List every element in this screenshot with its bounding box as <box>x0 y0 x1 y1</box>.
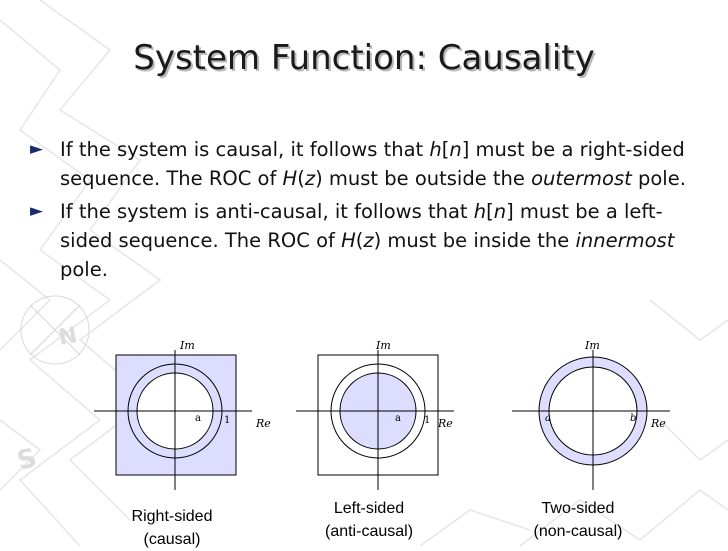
re-label: Re <box>255 417 271 430</box>
math-z: z <box>363 229 374 252</box>
math-H: H <box>282 167 298 190</box>
math-H: H <box>341 229 356 252</box>
caption-line: (anti-causal) <box>324 523 414 540</box>
diagram-left-sided: Im Re a 1 <box>296 339 454 490</box>
bullet-text: pole. <box>60 258 108 281</box>
bullet-text: must be inside the <box>381 229 576 252</box>
bullet-text: If the system is causal, it follows that <box>60 138 430 161</box>
im-label: Im <box>179 339 195 352</box>
math-h: h <box>429 138 442 161</box>
emphasis-word: outermost <box>531 167 632 190</box>
slide-title: System Function: Causality <box>133 38 595 78</box>
caption-line: Two-sided <box>541 500 615 517</box>
math-paren-open: ( <box>355 229 364 252</box>
caption-line: Right-sided <box>131 508 213 525</box>
svg-text:N: N <box>57 323 79 351</box>
caption-right-sided: Right-sided (causal) <box>97 505 247 551</box>
math-bracket-open: [ <box>486 200 494 223</box>
math-h: h <box>473 200 487 223</box>
bullet-arrow-icon: ► <box>30 139 44 159</box>
caption-line: Left-sided <box>333 500 405 517</box>
unit-label: b <box>630 413 636 424</box>
bullet-anticausal: ► If the system is anti-causal, it follo… <box>30 197 710 284</box>
math-paren-close: ) <box>315 167 323 190</box>
bullet-text: pole. <box>631 167 686 190</box>
pole-label: a <box>395 413 401 424</box>
bullet-list: ► If the system is causal, it follows th… <box>30 135 710 288</box>
math-n: n <box>449 138 462 161</box>
diagram-two-sided: Im Re a b <box>512 339 670 490</box>
emphasis-word: innermost <box>575 229 675 252</box>
im-label: Im <box>584 339 600 352</box>
bullet-text: must be a left-sided sequence. The ROC o… <box>60 200 663 252</box>
unit-label: 1 <box>224 415 230 426</box>
bullet-text: must be outside the <box>322 167 532 190</box>
math-bracket-close: ] <box>461 138 470 161</box>
caption-line: (causal) <box>143 531 201 548</box>
unit-label: 1 <box>424 415 430 426</box>
bullet-text: must be a right-sided sequence. The ROC … <box>60 138 685 190</box>
math-bracket-close: ] <box>506 200 514 223</box>
math-n: n <box>493 200 507 223</box>
im-label: Im <box>375 339 391 352</box>
math-z: z <box>304 167 316 190</box>
re-label: Re <box>650 417 666 430</box>
caption-two-sided: Two-sided (non-causal) <box>503 497 653 543</box>
bullet-arrow-icon: ► <box>30 201 44 221</box>
pole-label: a <box>545 413 551 424</box>
math-bracket-open: [ <box>441 138 450 161</box>
math-paren-close: ) <box>373 229 382 252</box>
bullet-text: If the system is anti-causal, it follows… <box>60 200 474 223</box>
diagram-right-sided: Im Re a 1 <box>94 339 271 490</box>
math-paren-open: ( <box>297 167 305 190</box>
caption-line: (non-causal) <box>533 523 623 540</box>
bullet-causal: ► If the system is causal, it follows th… <box>30 135 710 193</box>
caption-left-sided: Left-sided (anti-causal) <box>294 497 444 543</box>
pole-label: a <box>195 413 201 424</box>
re-label: Re <box>437 417 453 430</box>
